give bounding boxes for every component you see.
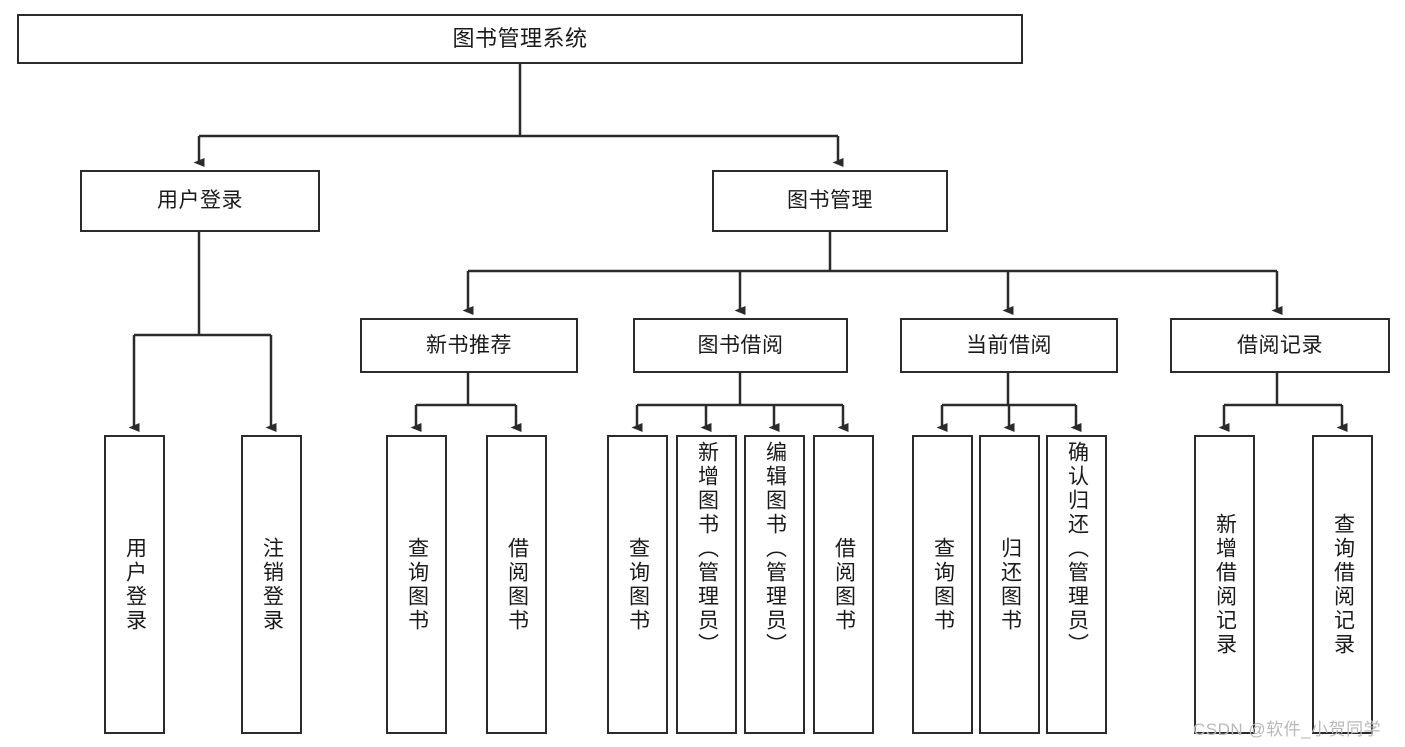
node-current-borrowing[interactable]: 当前借阅 (900, 318, 1118, 373)
leaf-nbr-query-books[interactable]: 查询图书 (386, 435, 447, 734)
leaf-text-wrap: 用户登录 (106, 437, 163, 732)
leaf-br-query-record[interactable]: 查询借阅记录 (1312, 435, 1373, 734)
leaf-cb-query-books[interactable]: 查询图书 (912, 435, 973, 734)
leaf-br-add-record[interactable]: 新增借阅记录 (1194, 435, 1255, 734)
node-book-borrowing[interactable]: 图书借阅 (633, 318, 848, 373)
leaf-bb-edit-book-admin[interactable]: 编辑图书（管理员） (744, 435, 805, 734)
leaf-label: 归还图书 (998, 536, 1022, 633)
leaf-label: 用户登录 (123, 536, 147, 633)
leaf-text-wrap: 借阅图书 (815, 437, 872, 732)
leaf-label: 借阅图书 (505, 536, 529, 633)
leaf-label: 新增图书（管理员） (695, 441, 719, 657)
leaf-cb-return-books[interactable]: 归还图书 (979, 435, 1040, 734)
node-book-management[interactable]: 图书管理 (712, 170, 948, 232)
leaf-text-wrap: 注销登录 (243, 437, 300, 732)
leaf-label: 查询借阅记录 (1331, 512, 1355, 657)
leaf-text-wrap: 借阅图书 (488, 437, 545, 732)
leaf-nbr-borrow-books[interactable]: 借阅图书 (486, 435, 547, 734)
leaf-text-wrap: 查询图书 (609, 437, 666, 732)
node-label: 新书推荐 (426, 333, 512, 357)
leaf-label: 查询图书 (405, 536, 429, 633)
node-label: 图书借阅 (697, 333, 784, 357)
leaf-label: 借阅图书 (832, 536, 856, 633)
leaf-label: 注销登录 (260, 536, 284, 633)
node-user-login[interactable]: 用户登录 (80, 170, 320, 232)
leaf-text-wrap: 新增借阅记录 (1196, 437, 1253, 732)
node-label: 图书管理系统 (452, 25, 588, 51)
csdn-watermark: CSDN @软件_小贺同学 (1193, 720, 1382, 739)
leaf-text-wrap: 查询图书 (914, 437, 971, 732)
leaf-text-wrap: 查询借阅记录 (1314, 437, 1371, 732)
node-label: 借阅记录 (1237, 333, 1323, 357)
leaf-label: 查询图书 (626, 536, 650, 633)
leaf-logout[interactable]: 注销登录 (241, 435, 302, 734)
leaf-bb-query-books[interactable]: 查询图书 (607, 435, 668, 734)
node-label: 当前借阅 (966, 333, 1052, 357)
node-borrowing-record[interactable]: 借阅记录 (1170, 318, 1390, 373)
node-label: 图书管理 (787, 189, 873, 213)
leaf-label: 确认归还（管理员） (1065, 441, 1089, 657)
leaf-text-wrap: 编辑图书（管理员） (746, 437, 803, 736)
leaf-user-login[interactable]: 用户登录 (104, 435, 165, 734)
leaf-text-wrap: 查询图书 (388, 437, 445, 732)
node-root-book-management-system[interactable]: 图书管理系统 (17, 14, 1023, 64)
leaf-label: 新增借阅记录 (1213, 512, 1237, 657)
leaf-text-wrap: 归还图书 (981, 437, 1038, 732)
leaf-cb-confirm-return-admin[interactable]: 确认归还（管理员） (1046, 435, 1107, 734)
leaf-label: 编辑图书（管理员） (763, 441, 787, 657)
leaf-label: 查询图书 (931, 536, 955, 633)
leaf-bb-borrow-books[interactable]: 借阅图书 (813, 435, 874, 734)
node-new-book-recommendation[interactable]: 新书推荐 (360, 318, 578, 373)
leaf-text-wrap: 新增图书（管理员） (678, 437, 735, 736)
leaf-text-wrap: 确认归还（管理员） (1048, 437, 1105, 736)
node-label: 用户登录 (157, 189, 243, 213)
leaf-bb-add-book-admin[interactable]: 新增图书（管理员） (676, 435, 737, 734)
